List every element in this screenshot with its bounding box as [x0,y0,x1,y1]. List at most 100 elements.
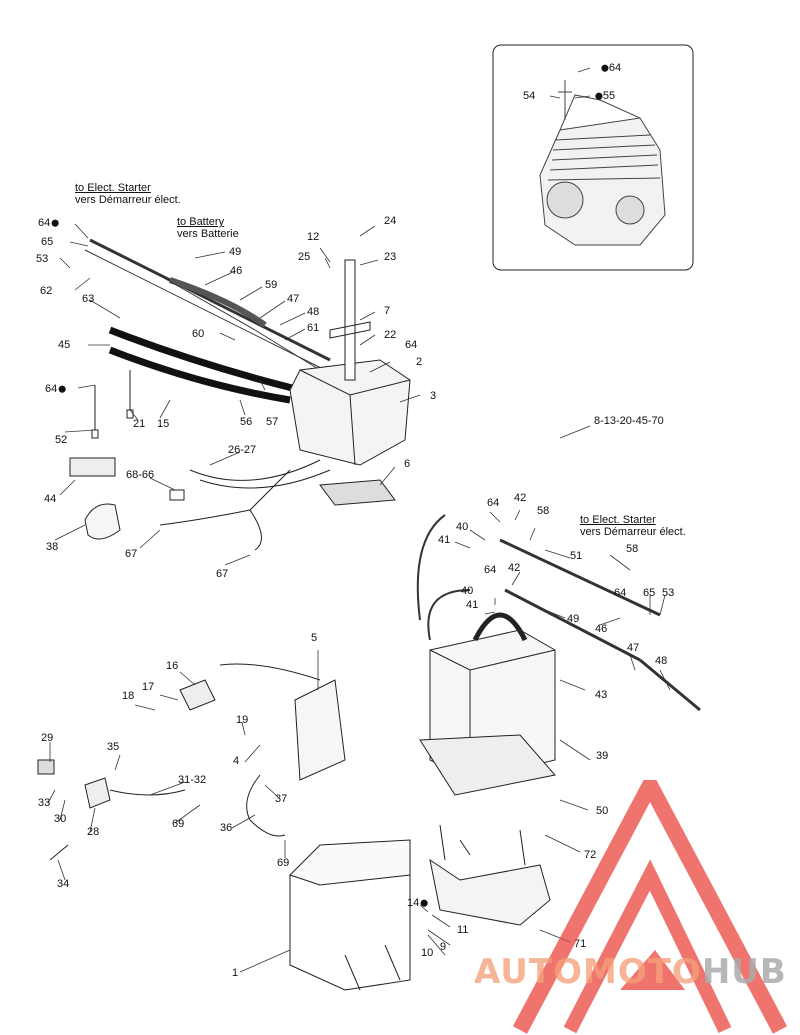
part-callout-35: 35 [107,741,119,753]
part-callout-6: 6 [404,458,410,470]
oil-drop-icon: ⬤ [58,386,67,393]
part-callout-57: 57 [266,416,278,428]
callout-number: 23 [384,251,397,263]
part-callout-31-32: 31-32 [178,774,206,786]
part-callout-7: 7 [384,305,390,317]
part-callout-48: 48 [655,655,667,667]
callout-number: 71 [574,938,587,950]
solenoid-16 [179,679,216,711]
part-callout-42: 42 [514,492,526,504]
connector-29 [37,759,55,775]
bracket-5 [219,663,346,781]
callout-number: 47 [627,642,640,654]
note-battery: to Battery vers Batterie [177,216,239,240]
battery-holder-71 [429,824,551,926]
callout-number: 4 [233,755,240,767]
note-fr: vers Batterie [177,228,239,240]
callout-number: 11 [457,924,469,936]
callout-number: 47 [287,293,300,305]
oil-drop-icon: ⬤ [595,93,603,100]
callout-number: 51 [570,550,583,562]
callout-number: 14 [407,897,420,909]
part-callout-59: 59 [265,279,277,291]
part-callout-43: 43 [595,689,607,701]
callout-number: 6 [404,458,411,470]
note-elect-starter-right: to Elect. Starter vers Démarreur élect. [580,514,686,538]
callout-number: 10 [421,947,434,959]
callout-number: 37 [275,793,288,805]
part-callout-3: 3 [430,390,436,402]
callout-number: 64 [38,217,51,229]
part-callout-1: 1 [232,967,238,979]
callout-number: 67 [216,568,229,580]
part-callout-58: 58 [537,505,549,517]
battery-box-1 [289,839,411,991]
part-callout-62: 62 [40,285,52,297]
part-callout-22: 22 [384,329,396,341]
part-callout-58: 58 [626,543,638,555]
part-callout-26-27: 26-27 [228,444,256,456]
oil-drop-icon: ⬤ [601,65,609,72]
part-callout-15: 15 [157,418,169,430]
part-callout-40: 40 [461,585,473,597]
wire-26-27 [159,459,331,551]
callout-number: 33 [38,797,51,809]
callout-number: 50 [596,805,609,817]
part-callout-46: 46 [230,265,242,277]
callout-number: 41 [466,599,479,611]
part-callout-38: 38 [46,541,58,553]
part-callout-34: 34 [57,878,69,890]
part-callout-5: 5 [311,632,317,644]
callout-number: 3 [430,390,437,402]
callout-number: 56 [240,416,253,428]
callout-number: 19 [236,714,249,726]
engine-illustration [539,80,666,246]
callout-number: 57 [266,416,279,428]
part-callout-16: 16 [166,660,178,672]
callout-number: 65 [643,587,656,599]
callout-number: 41 [438,534,451,546]
part-callout-42: 42 [508,562,520,574]
part-callout-55: ⬤55 [594,90,615,103]
clip-38 [84,503,121,540]
callout-number: 2 [416,356,423,368]
part-callout-71: 71 [574,938,586,950]
part-callout-54: 54 [523,90,535,102]
part-callout-4: 4 [233,755,239,767]
callout-number: 55 [602,90,616,102]
callout-number: 59 [265,279,278,291]
callout-number: 39 [596,750,609,762]
part-callout-56: 56 [240,416,252,428]
callout-number: 63 [82,293,95,305]
callout-number: 40 [461,585,474,597]
part-callout-14: 14⬤ [407,897,428,910]
part-callout-28: 28 [87,826,99,838]
callout-number: 64 [45,383,58,395]
terminal-66 [169,489,185,501]
callout-number: 48 [655,655,668,667]
callout-number: 64 [614,587,627,599]
part-callout-64: 64⬤ [45,383,66,396]
part-callout-29: 29 [41,732,53,744]
part-callout-41: 41 [466,599,478,611]
callout-number: 64 [487,497,500,509]
callout-number: 64 [608,62,622,74]
watermark-brand-c: HUB [701,952,787,992]
part-callout-17: 17 [142,681,154,693]
part-callout-52: 52 [55,434,67,446]
callout-number: 46 [595,623,608,635]
part-callout-36: 36 [220,822,232,834]
watermark-brand-a: AUTO [474,952,583,992]
part-callout-64: 64⬤ [38,217,59,230]
callout-number: 9 [440,941,447,953]
callout-number: 28 [87,826,100,838]
part-callout-49: 49 [567,613,579,625]
callout-number: 12 [307,231,320,243]
starter-cable-upper [84,238,331,404]
watermark-brand-b: MOTO [582,952,702,992]
part-callout-40: 40 [456,521,468,533]
note-en: to Elect. Starter [580,514,656,526]
part-callout-44: 44 [44,493,56,505]
part-callout-65: 65 [41,236,53,248]
